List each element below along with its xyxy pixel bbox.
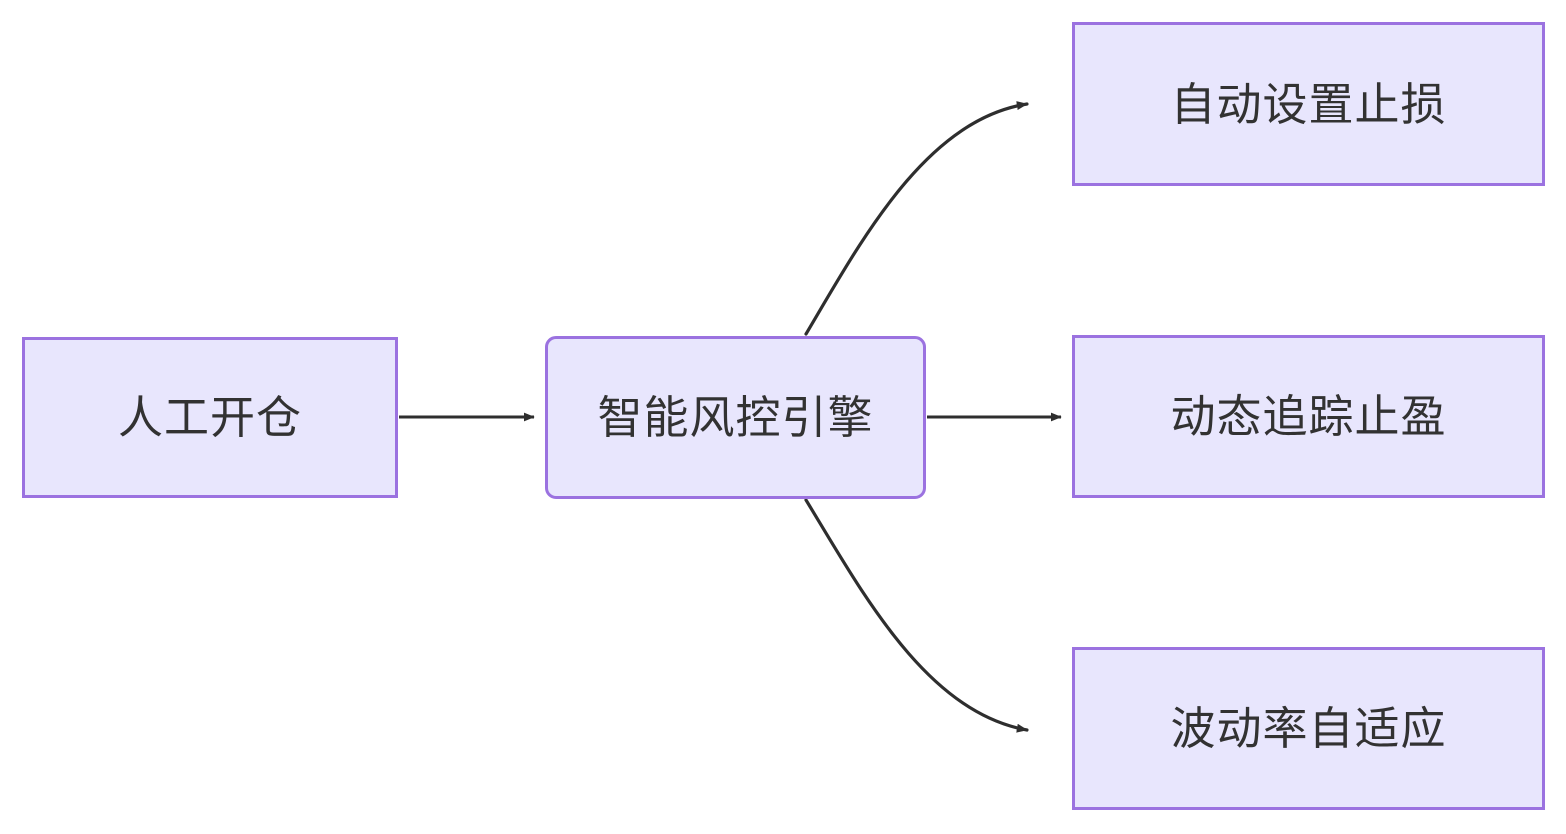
node-risk-engine[interactable]: 智能风控引擎	[545, 336, 926, 499]
node-risk-engine-label: 智能风控引擎	[597, 392, 874, 443]
edge-engine-to-vol	[804, 498, 1029, 733]
node-auto-stop-loss-label: 自动设置止损	[1170, 78, 1447, 130]
node-vol-adaptive-label: 波动率自适应	[1170, 703, 1447, 754]
node-manual-open-label: 人工开仓	[117, 392, 302, 443]
node-manual-open[interactable]: 人工开仓	[22, 337, 398, 498]
node-auto-stop-loss[interactable]: 自动设置止损	[1072, 22, 1545, 186]
node-trailing-profit[interactable]: 动态追踪止盈	[1072, 335, 1545, 498]
node-vol-adaptive[interactable]: 波动率自适应	[1072, 647, 1545, 810]
node-trailing-profit-label: 动态追踪止盈	[1170, 391, 1447, 442]
edge-engine-to-stoploss	[804, 101, 1029, 336]
